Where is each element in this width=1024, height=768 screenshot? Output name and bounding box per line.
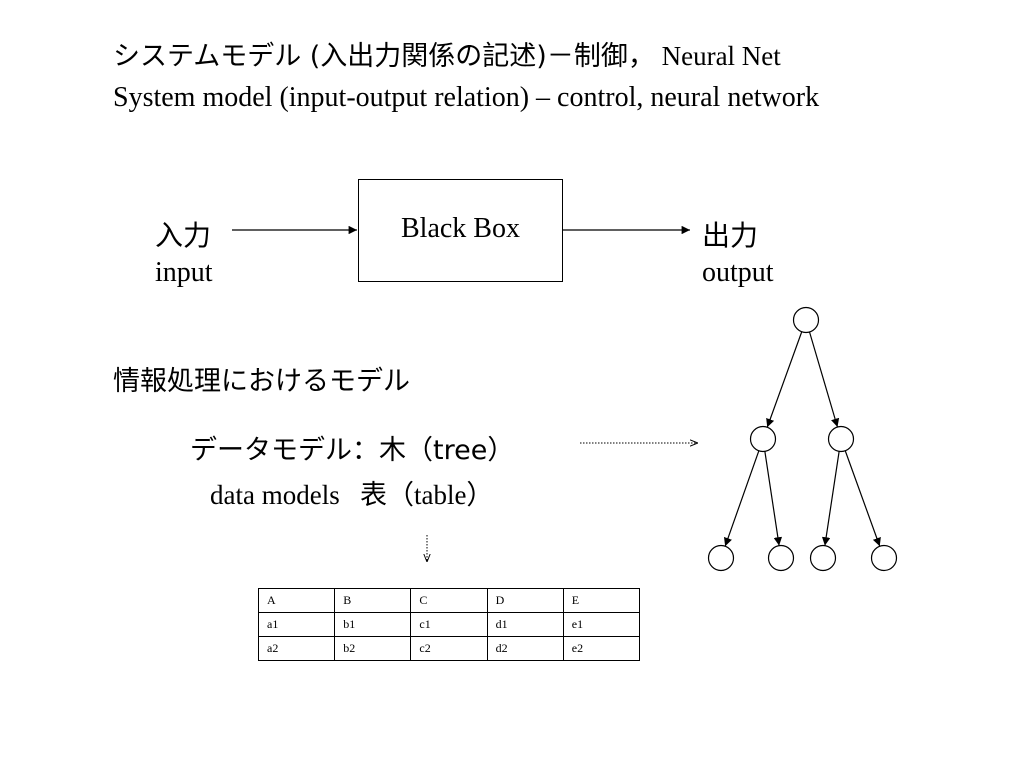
info-processing-heading: 情報処理におけるモデル (113, 366, 410, 397)
title-line-1: システムモデル (入出力関係の記述)－制御， Neural Net (113, 38, 781, 75)
table-cell: b2 (334, 636, 412, 661)
title-line-1-english: Neural Net (654, 41, 781, 71)
table-cell: C (410, 588, 488, 613)
output-label-japanese: 出力 (702, 219, 759, 252)
tree-edge (808, 331, 840, 428)
input-label-english: input (155, 257, 213, 288)
data-model-label-english: data models 表（table） (210, 480, 494, 510)
tree-node (749, 425, 777, 453)
data-model-label-japanese: データモデル：木（tree） (190, 435, 515, 466)
title-line-2: System model (input-output relation) – c… (113, 82, 820, 113)
tree-edge (723, 450, 760, 547)
tree-node (767, 544, 795, 572)
title-line-1-japanese: システムモデル (入出力関係の記述)－制御， (113, 41, 655, 72)
table-cell: D (486, 588, 564, 613)
tree-edge (844, 450, 881, 547)
table-cell: e2 (562, 636, 641, 661)
table-cell: a1 (257, 612, 336, 637)
output-label-english: output (702, 257, 774, 288)
tree-node (870, 544, 898, 572)
table-cell: d1 (486, 612, 564, 637)
black-box-label: Black Box (401, 213, 520, 244)
table-cell: c2 (410, 636, 488, 661)
table-cell: a2 (257, 636, 336, 661)
tree-node (809, 544, 837, 572)
table-cell: c1 (410, 612, 488, 637)
tree-edge (766, 331, 803, 428)
table-cell: e1 (562, 612, 641, 637)
tree-diagram (707, 306, 898, 572)
tree-node (792, 306, 820, 334)
tree-node (827, 425, 855, 453)
black-box (358, 179, 563, 282)
tree-edge (764, 451, 783, 546)
table-cell: d2 (486, 636, 564, 661)
tree-edge (821, 451, 840, 546)
table-cell: A (257, 588, 336, 613)
tree-node (707, 544, 735, 572)
table-cell: B (334, 588, 412, 613)
table-cell: E (562, 588, 641, 613)
table-cell: b1 (334, 612, 412, 637)
input-label-japanese: 入力 (155, 219, 212, 252)
